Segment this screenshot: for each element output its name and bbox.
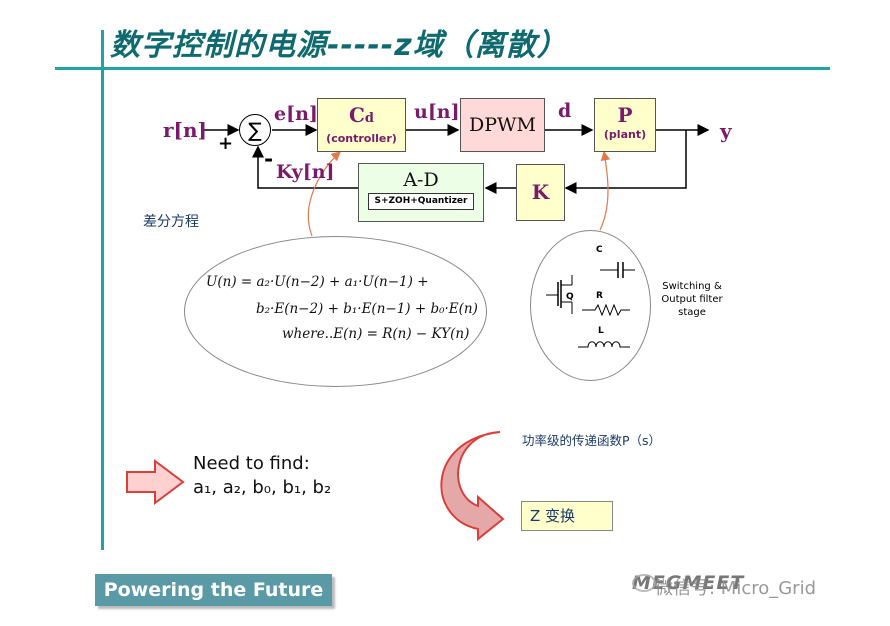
need-to-find: Need to find: a₁, a₂, b₀, b₁, b₂: [193, 452, 331, 500]
stage-label-line-1: Switching &: [662, 281, 722, 292]
inductor-label: L: [598, 326, 604, 336]
need-to-find-line-2: a₁, a₂, b₀, b₁, b₂: [193, 477, 332, 498]
equation-line-3: where..E(n) = R(n) − KY(n): [282, 326, 470, 342]
gain-k-block: K: [516, 164, 565, 221]
duty-label: d: [558, 100, 572, 122]
watermark: 微信号: Micro_Grid: [655, 578, 817, 599]
controller-desc: (controller): [326, 132, 397, 145]
equation-ellipse: [184, 236, 487, 387]
footer-banner: Powering the Future: [95, 574, 332, 606]
ad-sub: S+ZOH+Quantizer: [368, 193, 474, 210]
plus-sign: +: [218, 133, 234, 154]
resistor-label: R: [596, 291, 603, 301]
controller-main: C: [348, 103, 365, 127]
controller-sub: d: [364, 111, 374, 126]
inductor-icon: [578, 341, 630, 348]
switching-circuit-drawing: [546, 262, 635, 348]
ad-block: A-D S+ZOH+Quantizer: [358, 163, 484, 222]
title-underline: [55, 67, 830, 70]
ad-main: A-D: [403, 169, 439, 191]
company-logo: MEGMEET: [632, 572, 745, 594]
input-label: r[n]: [163, 118, 208, 142]
stage-label-line-2: Output filter: [661, 294, 723, 305]
summing-junction: ∑: [239, 114, 271, 146]
stage-label-line-3: stage: [678, 307, 706, 318]
wechat-icon: [632, 574, 656, 592]
curved-arrow-icon: [440, 431, 505, 542]
plant-desc: (plant): [603, 128, 647, 141]
difference-equation-label: 差分方程: [143, 214, 199, 230]
need-to-find-line-1: Need to find:: [193, 453, 310, 474]
left-vertical-rule: [101, 30, 104, 550]
plant-block: P (plant): [594, 98, 656, 152]
resistor-icon: [582, 303, 630, 317]
equation-line-2: b₂·E(n−2) + b₁·E(n−1) + b₀·E(n): [256, 301, 478, 317]
circuit-ellipse: [530, 230, 651, 381]
power-stage-tf-label: 功率级的传递函数P（s）: [522, 433, 662, 448]
capacitor-label: C: [596, 245, 603, 255]
page-title: 数字控制的电源-----z域（离散）: [110, 28, 568, 63]
output-label: y: [720, 119, 732, 143]
stage-label: Switching & Output filter stage: [654, 280, 730, 319]
error-label: e[n]: [274, 103, 318, 125]
mosfet-label: Q: [566, 292, 574, 302]
equation-line-1: U(n) = a₂·U(n−2) + a₁·U(n−1) +: [206, 274, 429, 290]
control-label: u[n]: [414, 101, 460, 123]
k-label: K: [531, 180, 550, 204]
feedback-label: Ky[n]: [276, 161, 335, 183]
z-transform-box: Z 变换: [521, 501, 613, 531]
controller-block: Cd (controller): [317, 98, 406, 152]
red-right-arrow-icon: [126, 459, 185, 505]
plant-main: P: [617, 103, 633, 127]
dpwm-block: DPWM: [460, 98, 545, 152]
minus-sign: -: [264, 146, 274, 172]
